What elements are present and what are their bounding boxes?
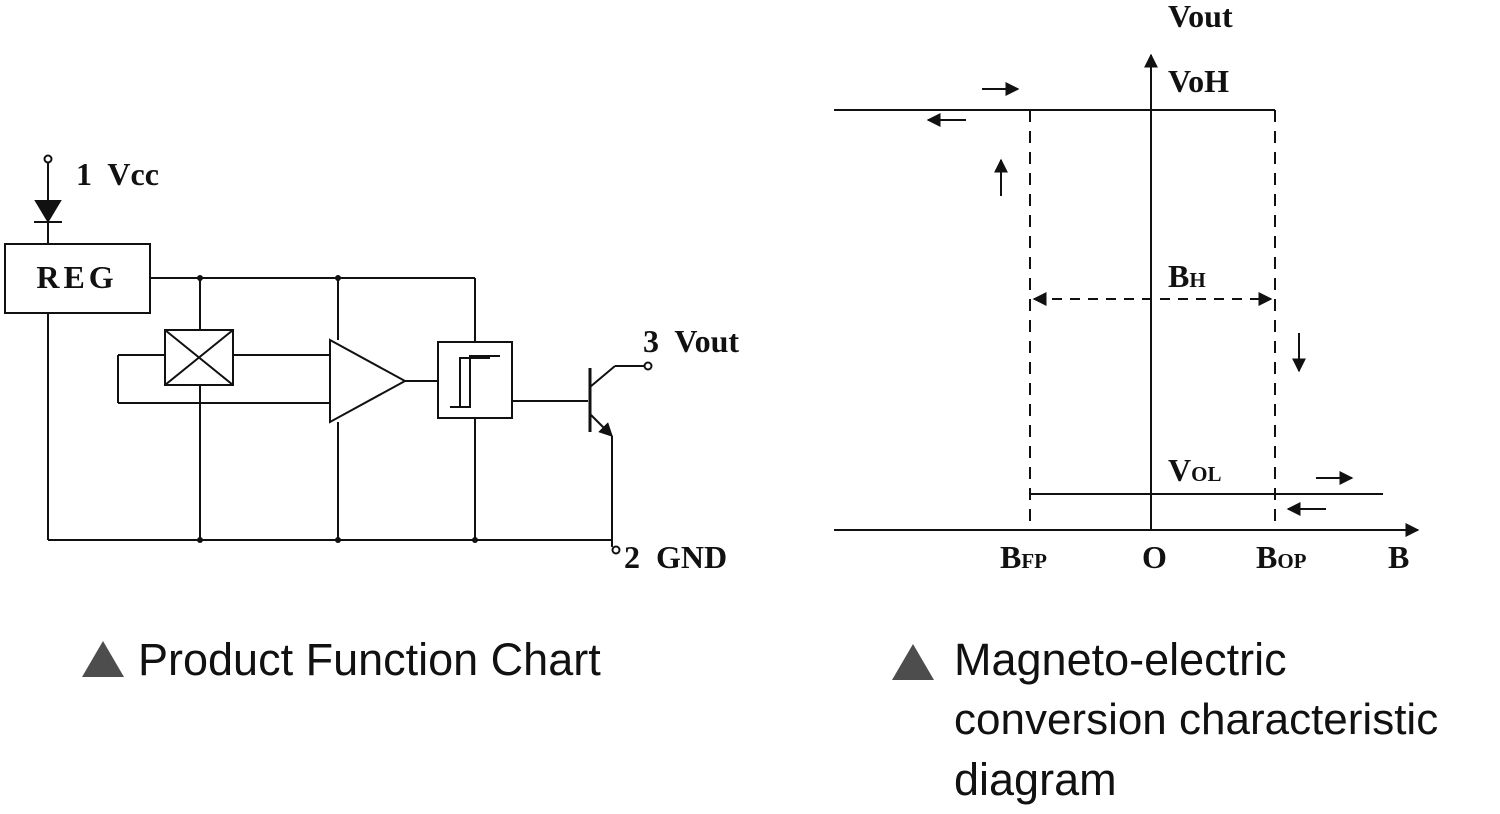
vcc-terminal bbox=[43, 154, 53, 164]
caption-triangle-icon bbox=[82, 641, 124, 677]
caption-triangle-icon bbox=[892, 644, 934, 680]
characteristic-diagram bbox=[834, 53, 1420, 537]
function-chart-caption: Product Function Chart bbox=[82, 630, 601, 690]
input-diode bbox=[34, 200, 62, 223]
bop-label: BOP bbox=[1256, 539, 1307, 575]
characteristic-caption-line-2: conversion characteristic bbox=[954, 695, 1439, 744]
characteristic-caption-line-1: Magneto-electric bbox=[954, 634, 1287, 685]
junction-dots bbox=[197, 275, 478, 543]
gnd-pin-label: 2 GND bbox=[624, 539, 727, 575]
characteristic-caption-line-3: diagram bbox=[954, 754, 1117, 805]
reg-label: REG bbox=[36, 259, 117, 295]
bh-label: BH bbox=[1168, 258, 1206, 294]
gnd-terminal bbox=[611, 545, 621, 555]
y-axis-label: Vout bbox=[1168, 0, 1233, 34]
vout-terminal bbox=[643, 361, 653, 371]
vol-label: VOL bbox=[1168, 452, 1221, 488]
amplifier-triangle bbox=[329, 338, 408, 424]
origin-label: O bbox=[1142, 539, 1167, 575]
brp-label: BFP bbox=[1000, 539, 1047, 575]
vcc-pin-label: 1 Vcc bbox=[76, 156, 159, 192]
voh-label: VoH bbox=[1168, 63, 1229, 99]
function-circuit bbox=[4, 154, 653, 555]
output-transistor bbox=[588, 365, 645, 547]
x-axis-label: B bbox=[1388, 539, 1409, 575]
schmitt-trigger-block bbox=[437, 341, 513, 419]
function-chart-caption-text: Product Function Chart bbox=[138, 634, 601, 685]
regulator-block bbox=[4, 243, 151, 314]
vout-pin-label: 3 Vout bbox=[643, 323, 739, 359]
